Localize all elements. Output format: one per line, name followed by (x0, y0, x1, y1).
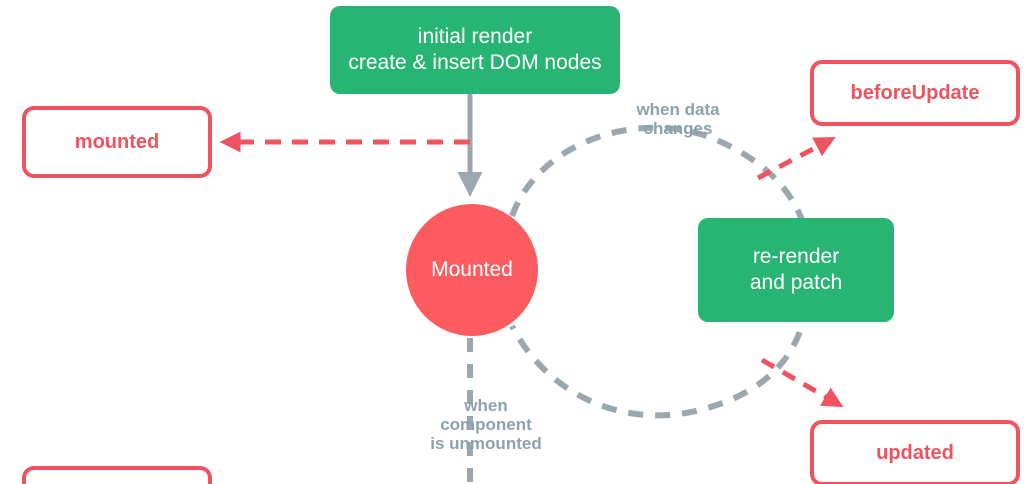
node-mounted-state[interactable]: Mounted (406, 204, 538, 336)
label-when-data-changes: when data changes (636, 100, 720, 139)
node-mounted-hook[interactable]: mounted (22, 106, 212, 178)
node-before-update[interactable]: beforeUpdate (810, 60, 1020, 126)
node-mounted-hook-label: mounted (74, 130, 160, 153)
node-re-render-line2: and patch (749, 271, 843, 294)
node-initial-render-line2: create & insert DOM nodes (348, 51, 602, 74)
node-initial-render[interactable]: initial render create & insert DOM nodes (330, 6, 620, 94)
node-partial-bottom-cutoff[interactable] (22, 466, 212, 484)
node-initial-render-line1: initial render (417, 25, 533, 49)
arc-when-data-changes (509, 124, 809, 233)
node-re-render-text: re-render and patch (750, 244, 842, 295)
arrow-to-before-update (756, 137, 836, 181)
node-before-update-label: beforeUpdate (850, 81, 980, 104)
node-mounted-state-label: Mounted (431, 258, 513, 282)
label-when-component-is-unmounted: when component is unmounted (430, 396, 542, 454)
node-initial-render-text: initial render create & insert DOM nodes (348, 24, 601, 75)
node-re-render-line1: re-render (752, 245, 840, 269)
node-updated-label: updated (876, 441, 954, 464)
arrow-to-updated (760, 357, 844, 408)
node-re-render[interactable]: re-render and patch (698, 218, 894, 322)
node-updated[interactable]: updated (810, 420, 1020, 484)
